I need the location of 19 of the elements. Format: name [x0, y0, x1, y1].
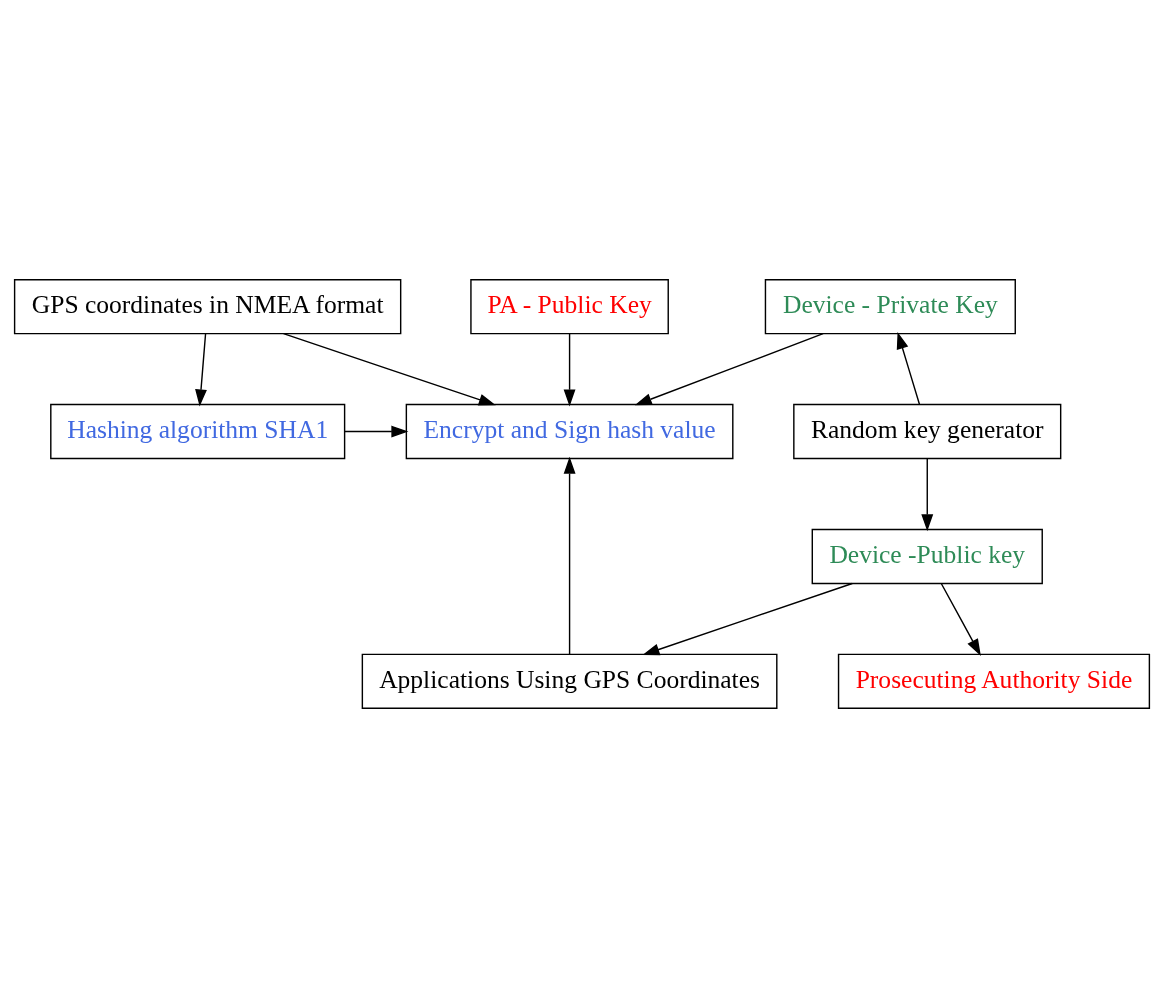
node-box: Prosecuting Authority Side [837, 653, 1151, 709]
arrow [634, 332, 824, 405]
node-box: Random key generator [793, 403, 1062, 459]
arrow [282, 332, 496, 405]
node-box: Device - Private Key [764, 278, 1016, 334]
node-box: Device -Public key [811, 528, 1043, 584]
node-box: GPS coordinates in NMEA format [13, 278, 402, 334]
arrow [563, 332, 576, 406]
arrow [896, 331, 921, 405]
node-box: Applications Using GPS Coordinates [361, 653, 778, 709]
arrow [195, 332, 207, 406]
arrow [940, 582, 981, 656]
arrow [921, 457, 934, 531]
node-box: Hashing algorithm SHA1 [50, 403, 346, 459]
node-box: PA - Public Key [470, 278, 669, 334]
arrow [563, 456, 576, 655]
arrow [344, 425, 409, 438]
arrow [642, 582, 853, 655]
node-box: Encrypt and Sign hash value [405, 403, 734, 459]
